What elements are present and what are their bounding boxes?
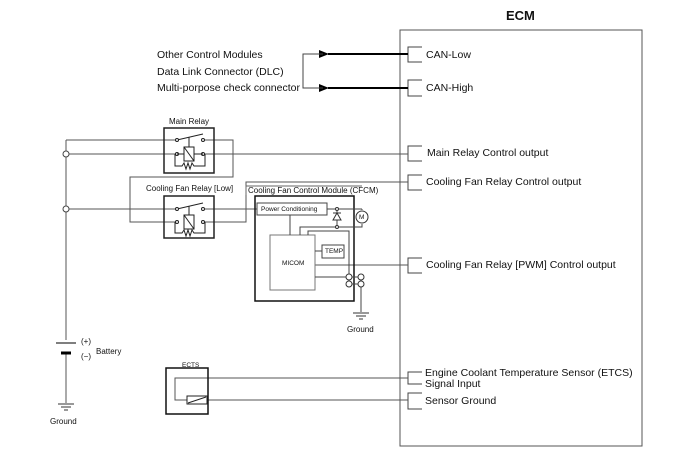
main-relay-label: Main Relay: [169, 117, 210, 126]
can-target-label: Multi-porpose check connector: [157, 82, 300, 94]
battery-minus-label: (−): [81, 352, 91, 361]
ecm-pin-label: CAN-Low: [426, 49, 471, 61]
battery-ground-label: Ground: [50, 417, 77, 426]
power-wiring: [65, 139, 408, 403]
diode-icon: [332, 211, 342, 221]
ecm-pin-label: Cooling Fan Relay Control output: [426, 176, 582, 188]
fan-relay-symbol: [163, 195, 215, 239]
pin-fan-pwm: [407, 257, 422, 274]
main-relay-symbol: [163, 127, 215, 174]
pin-can-low: [407, 46, 422, 63]
battery-icon: [56, 342, 76, 355]
cfcm-label: Cooling Fan Control Module (CFCM): [248, 186, 379, 195]
ecm-title: ECM: [506, 8, 535, 23]
pin-can-high: [407, 79, 422, 97]
ecm-pin-label: Main Relay Control output: [427, 147, 549, 159]
ecm-pin-label: Engine Coolant Temperature Sensor (ETCS): [425, 367, 633, 379]
can-target-label: Other Control Modules: [157, 49, 263, 61]
ecm-box: [399, 29, 643, 447]
can-target-label: Data Link Connector (DLC): [157, 66, 284, 78]
ground-terminals: [345, 273, 365, 288]
ecm-pin-label: Cooling Fan Relay [PWM] Control output: [426, 259, 616, 271]
power-conditioning-label: Power Conditioning: [261, 206, 318, 213]
ground-icon: [353, 312, 369, 320]
junction-node: [62, 150, 70, 158]
temp-label: TEMP: [325, 248, 344, 255]
motor-label: M: [359, 214, 365, 221]
ecm-pin-brackets: [407, 46, 422, 410]
ecm-pin-label: Sensor Ground: [425, 395, 497, 407]
fan-relay-label: Cooling Fan Relay [Low]: [146, 184, 234, 193]
pin-main-relay: [407, 145, 422, 162]
cfcm-box: [254, 195, 355, 302]
micom-label: MICOM: [282, 260, 305, 267]
pin-fan-relay: [407, 174, 422, 191]
cfcm-frame: [245, 185, 362, 195]
pin-ects-signal: [407, 371, 422, 385]
ground-icon: [58, 403, 74, 411]
ects-label: ECTS: [182, 362, 200, 369]
ecm-pin-label: Signal Input: [425, 378, 481, 390]
junction-node: [62, 205, 70, 213]
cfcm-ground-label: Ground: [347, 325, 374, 334]
micom-box: [269, 234, 316, 291]
battery-plus-label: (+): [81, 337, 91, 346]
ects-box: [165, 367, 209, 415]
can-bracket: [302, 53, 323, 89]
motor-icon: [355, 210, 369, 224]
pin-sensor-ground: [407, 392, 422, 410]
ecm-pin-label: CAN-High: [426, 82, 474, 94]
battery-label: Battery: [96, 347, 122, 356]
